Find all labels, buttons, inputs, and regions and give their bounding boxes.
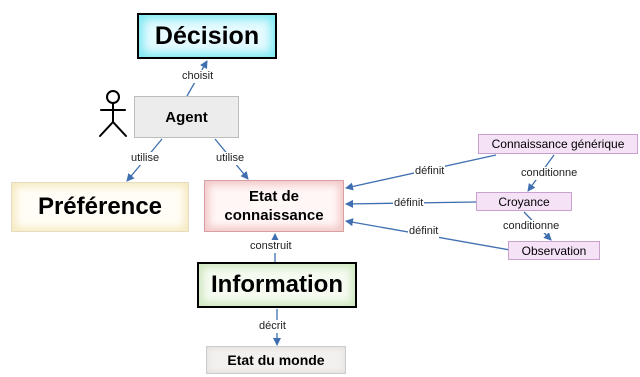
edge-label-conditionne-2: conditionne <box>502 220 561 233</box>
edge-label-construit: construit <box>249 240 293 253</box>
etat-connaissance-node: Etat de connaissance <box>204 180 344 232</box>
croyance-label: Croyance <box>498 194 550 209</box>
etat-connaissance-line1: Etat de <box>248 188 299 205</box>
etat-monde-label: Etat du monde <box>227 352 325 368</box>
agent-node: Agent <box>134 96 239 138</box>
etat-monde-node: Etat du monde <box>206 346 346 374</box>
agent-label: Agent <box>165 108 208 126</box>
connaissance-generique-label: Connaissance générique <box>491 137 625 151</box>
decision-node: Décision <box>137 13 277 59</box>
edge-label-decrit: décrit <box>258 320 287 333</box>
edge-label-choisit: choisit <box>181 70 215 83</box>
information-label: Information <box>211 271 343 298</box>
edge-label-definit-1: définit <box>414 165 446 178</box>
preference-label: Préférence <box>37 193 163 220</box>
preference-node: Préférence <box>11 182 189 232</box>
observation-label: Observation <box>521 243 587 258</box>
stick-figure-icon <box>99 90 127 137</box>
observation-node: Observation <box>508 241 600 260</box>
information-node: Information <box>197 262 357 308</box>
edge-label-utilise-right: utilise <box>215 152 246 165</box>
croyance-node: Croyance <box>476 192 572 211</box>
connaissance-generique-node: Connaissance générique <box>478 134 638 154</box>
etat-connaissance-line2: connaissance <box>224 207 324 224</box>
decision-label: Décision <box>154 21 260 50</box>
edge-label-utilise-left: utilise <box>130 152 161 165</box>
edge-label-definit-2: définit <box>393 197 425 210</box>
edge-label-definit-3: définit <box>408 225 440 238</box>
edge-label-conditionne-1: conditionne <box>520 167 579 180</box>
